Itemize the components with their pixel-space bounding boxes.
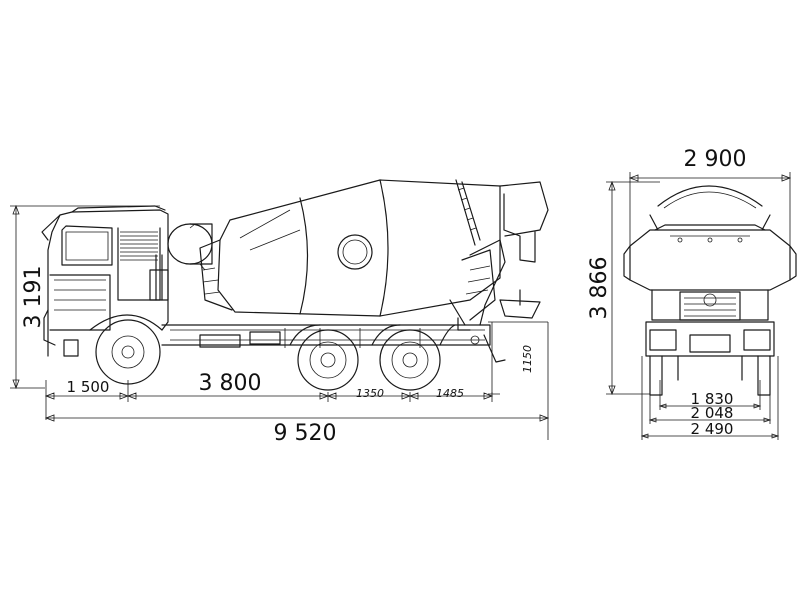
front-view-truck: [623, 185, 797, 396]
width-dimensions: 1 830 2 048 2 490: [640, 356, 780, 440]
water-tank: [167, 223, 213, 271]
front-wheel: [89, 314, 163, 385]
cab: [41, 205, 169, 357]
height-dimension: 3 191: [10, 204, 160, 390]
front-overhang-dim-label: 1 500: [67, 378, 110, 396]
front-view: 2 900 3 866 1 830 2 048 2 490: [587, 147, 797, 440]
overall-height-dimension: 3 866: [587, 180, 660, 396]
chute-height-dimension: 1150: [488, 321, 548, 395]
side-view: 3 191 1150 1 500 3 800 1350 1485 9 520: [10, 179, 550, 446]
rear-wheels: [289, 324, 456, 391]
axle-width-dim-label: 2 048: [691, 404, 734, 422]
mixer-drum: [199, 179, 501, 317]
height-dim-label: 3 191: [21, 266, 46, 329]
overall-length-dim-label: 9 520: [274, 421, 337, 446]
wheelbase-dim-label: 3 800: [199, 371, 262, 396]
overall-width-dim-label: 2 900: [684, 147, 747, 172]
rear-overhang-dim-label: 1485: [436, 387, 464, 400]
chassis-frame: [161, 324, 491, 348]
rear-axle-spacing-dim-label: 1350: [356, 387, 384, 400]
loading-hopper: [449, 179, 549, 363]
track-width-dim-label: 1 830: [691, 390, 734, 408]
body-width-dim-label: 2 490: [691, 420, 734, 438]
chute-height-dim-label: 1150: [521, 345, 534, 373]
overall-width-dimension: 2 900: [628, 147, 792, 248]
length-dimensions: 1 500 3 800 1350 1485 9 520: [44, 322, 550, 446]
overall-height-dim-label: 3 866: [587, 257, 612, 320]
